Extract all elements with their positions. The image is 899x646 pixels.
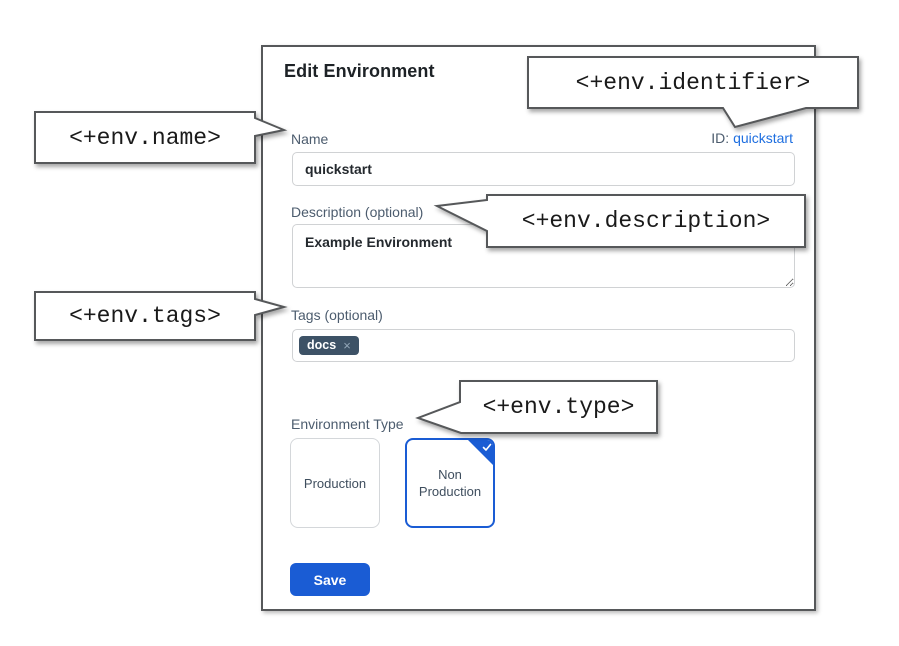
name-input[interactable] [292, 152, 795, 186]
type-card-non-production-label: Non Production [418, 467, 482, 499]
callout-bubble-tags [34, 291, 288, 341]
type-card-non-production[interactable]: Non Production [405, 438, 495, 528]
tag-remove-icon[interactable]: × [343, 337, 351, 353]
edit-environment-dialog: Edit Environment Name ID: quickstart Des… [261, 45, 816, 611]
callout-text-env-name: <+env.name> [69, 124, 221, 151]
tag-chip: docs × [299, 336, 359, 355]
tags-input[interactable]: docs × [292, 329, 795, 362]
identifier-row: ID: quickstart [711, 130, 793, 146]
tags-label: Tags (optional) [291, 307, 383, 323]
id-label: ID: [711, 130, 730, 146]
selected-check-icon [467, 440, 493, 466]
environment-type-label: Environment Type [291, 416, 404, 432]
type-card-production[interactable]: Production [290, 438, 380, 528]
description-textarea[interactable]: Example Environment [292, 224, 795, 288]
tag-chip-text: docs [307, 338, 337, 352]
save-button[interactable]: Save [290, 563, 370, 596]
callout-bubble-name [34, 111, 288, 164]
id-value-link[interactable]: quickstart [733, 130, 793, 146]
description-label: Description (optional) [291, 204, 424, 220]
page-title: Edit Environment [284, 61, 435, 81]
name-label: Name [291, 131, 329, 147]
type-card-production-label: Production [303, 475, 367, 491]
callout-text-env-tags: <+env.tags> [69, 303, 221, 329]
